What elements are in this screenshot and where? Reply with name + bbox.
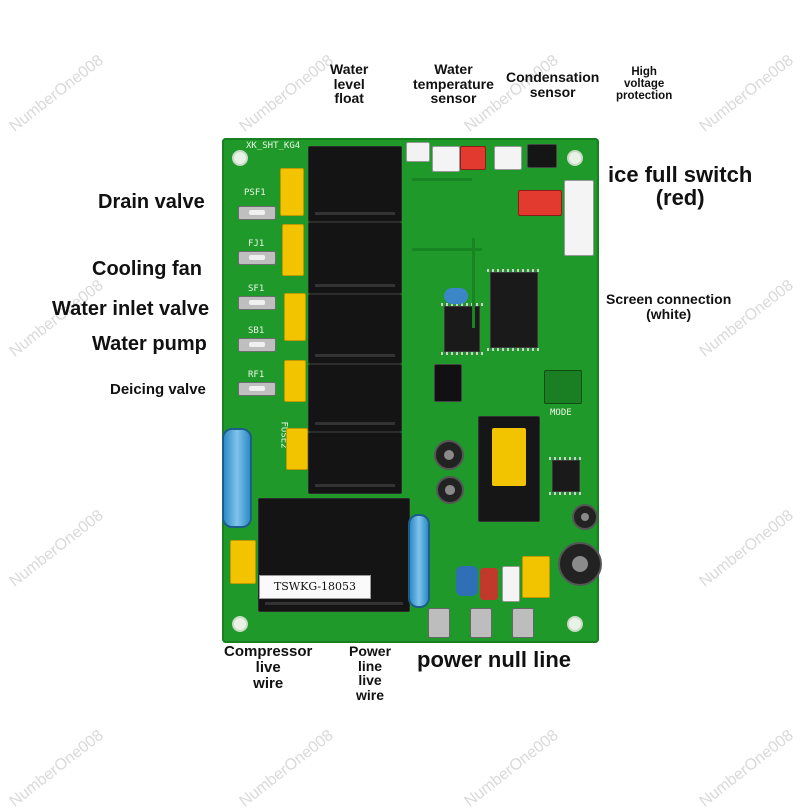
label-deicing-valve: Deicing valve [110, 381, 206, 398]
mounting-hole [567, 616, 583, 632]
red-capacitor [480, 568, 498, 600]
x-capacitor [522, 556, 550, 598]
ice-full-switch-connector [518, 190, 562, 216]
microcontroller-chip [487, 269, 541, 351]
x-capacitor [284, 293, 306, 341]
x-capacitor [280, 168, 304, 216]
pcb-trace [412, 178, 472, 181]
blue-capacitor [456, 566, 478, 596]
transformer-coil [492, 428, 526, 486]
power-terminal [470, 608, 492, 638]
label-high-voltage-protection: High voltage protection [616, 66, 673, 103]
label-condensation-sensor: Condensation sensor [506, 69, 600, 100]
x-capacitor [286, 428, 308, 470]
jumper-header [434, 364, 462, 402]
silk-rf1: RF1 [248, 370, 265, 380]
silk-sf1: SF1 [248, 284, 265, 294]
pcb-trace [472, 238, 475, 328]
terminal-drain-valve [238, 206, 276, 220]
relay [308, 222, 402, 294]
electrolytic-capacitor [572, 504, 598, 530]
terminal-water-pump [238, 338, 276, 352]
label-ice-full-switch: ice full switch (red) [608, 162, 753, 211]
condensation-connector [494, 146, 522, 170]
relay [308, 364, 402, 432]
terminal-cooling-fan [238, 251, 276, 265]
label-water-pump: Water pump [92, 333, 207, 355]
watermark: NumberOne008 [236, 51, 337, 136]
label-compressor-live-wire: Compressor live wire [224, 643, 313, 692]
label-water-temperature-sensor: Water temperature sensor [413, 61, 494, 107]
water-level-float-connector [406, 142, 430, 162]
pcb-board: XK_SHT_KG4 PSF1 FJ1 SF1 SB1 RF1 FUSE2 MO… [222, 138, 602, 643]
high-voltage-connector [527, 144, 557, 168]
label-drain-valve: Drain valve [98, 191, 205, 213]
label-water-inlet-valve: Water inlet valve [52, 298, 210, 320]
electrolytic-capacitor [436, 476, 464, 504]
silk-fj1: FJ1 [248, 239, 265, 249]
electrolytic-capacitor [558, 542, 602, 586]
label-water-level-float: Water level float [330, 61, 369, 107]
mounting-hole [567, 150, 583, 166]
small-chip [549, 457, 583, 495]
watermark: NumberOne008 [696, 506, 797, 591]
mounting-hole [232, 616, 248, 632]
watermark: NumberOne008 [696, 726, 797, 811]
x-capacitor [230, 540, 256, 584]
label-cooling-fan: Cooling fan [92, 258, 202, 280]
relay [308, 432, 402, 494]
relay [308, 146, 402, 222]
watermark: NumberOne008 [461, 726, 562, 811]
crystal [444, 288, 468, 304]
silk-sb1: SB1 [248, 326, 265, 336]
watermark: NumberOne008 [6, 51, 107, 136]
relay [308, 294, 402, 364]
screen-connector [564, 180, 594, 256]
temp-sensor-red-connector [460, 146, 486, 170]
mode-header [544, 370, 582, 404]
electrolytic-capacitor [434, 440, 464, 470]
x-capacitor [282, 224, 304, 276]
watermark: NumberOne008 [696, 51, 797, 136]
power-terminal [512, 608, 534, 638]
label-screen-connection: Screen connection (white) [606, 291, 732, 322]
water-temperature-connector [432, 146, 460, 172]
label-power-line-live-wire: Power line live wire [349, 643, 392, 704]
pcb-trace [412, 248, 482, 251]
white-component [502, 566, 520, 602]
power-terminal [428, 608, 450, 638]
mounting-hole [232, 150, 248, 166]
watermark: NumberOne008 [236, 726, 337, 811]
silk-psf1: PSF1 [244, 188, 266, 198]
watermark: NumberOne008 [6, 726, 107, 811]
fuse [408, 514, 430, 608]
fuse [222, 428, 252, 528]
terminal-water-inlet-valve [238, 296, 276, 310]
terminal-deicing-valve [238, 382, 276, 396]
x-capacitor [284, 360, 306, 402]
board-model-silk: XK_SHT_KG4 [246, 141, 301, 151]
silk-mode: MODE [550, 408, 572, 418]
label-power-null-line: power null line [417, 647, 572, 672]
model-sticker: TSWKG-18053 [259, 575, 371, 599]
watermark: NumberOne008 [6, 506, 107, 591]
